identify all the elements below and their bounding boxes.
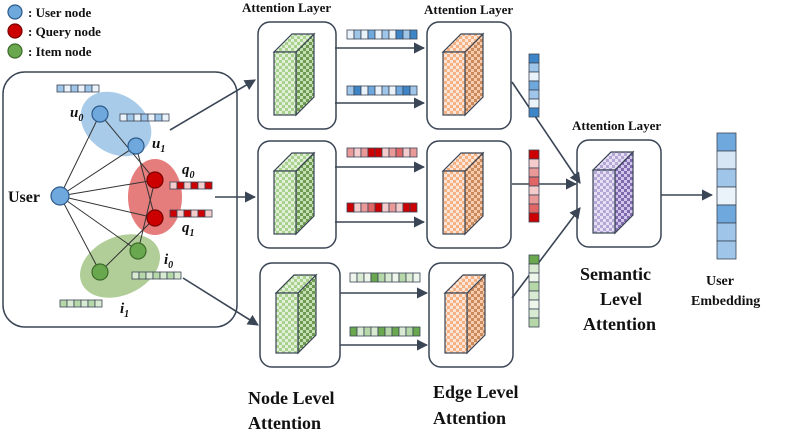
semantic-attention-box: [576, 139, 662, 248]
edge-level-caption-line1: Edge Level: [433, 382, 519, 402]
legend-item-label: : Item node: [28, 44, 92, 59]
label-i0: i0: [164, 252, 173, 271]
node-vector-item-1: [349, 272, 421, 283]
query-group-ellipse: [128, 159, 182, 235]
node-level-output-vectors: [346, 29, 421, 337]
attention-layer-title-2: Attention Layer: [424, 2, 513, 17]
query-node-q1: [146, 209, 164, 227]
node-attention-box-mid: [257, 140, 337, 249]
item-node-i0: [129, 242, 147, 260]
edge-attention-box-bot: [428, 262, 514, 368]
node-vector-item-2: [349, 326, 421, 337]
edge-vector-query: [528, 149, 540, 223]
attention-layer-title-1: Attention Layer: [242, 0, 331, 15]
arrow-graph-to-node-top: [169, 79, 256, 131]
arrow-graph-to-node-bot: [182, 277, 259, 326]
legend-item-node-icon: [7, 43, 23, 59]
user-embedding-caption-line2: Embedding: [691, 294, 760, 309]
label-i1: i1: [120, 301, 129, 320]
vector-u1: [119, 113, 170, 122]
item-node-i1: [91, 263, 109, 281]
semantic-caption-line2: Level: [600, 289, 642, 309]
node-attention-box-top: [257, 21, 337, 130]
vector-i0: [131, 271, 182, 280]
edge-vector-item: [528, 254, 540, 328]
attention-layer-title-3: Attention Layer: [572, 118, 661, 133]
edge-attention-box-top: [426, 21, 512, 130]
user-embedding-caption-line1: User: [706, 274, 734, 289]
flow-arrows: [169, 42, 714, 351]
node-attention-box-bot: [259, 262, 341, 368]
node-vector-user-1: [346, 29, 418, 40]
edge-vector-user: [528, 53, 540, 118]
edge-level-attention-column: [426, 21, 514, 368]
node-level-caption-line1: Node Level: [248, 388, 334, 408]
legend: : User node : Query node : Item node: [7, 4, 101, 59]
node-vector-query-1: [346, 147, 418, 158]
vector-u0: [56, 84, 100, 93]
label-u0: u0: [70, 105, 83, 124]
arrow-edge-to-sem-bot: [511, 207, 581, 299]
edge-level-caption-line2: Attention: [433, 408, 506, 428]
legend-query-label: : Query node: [28, 24, 101, 39]
vector-i1: [59, 299, 103, 308]
semantic-caption-line1: Semantic: [580, 264, 651, 284]
user-embedding-vector: [716, 132, 737, 260]
legend-query-node-icon: [7, 23, 23, 39]
vector-q1: [169, 209, 213, 218]
arrow-edge-to-sem-top: [511, 81, 581, 184]
graph-user-label: User: [8, 189, 40, 206]
edge-level-output-vectors: [528, 53, 540, 328]
node-level-caption-line2: Attention: [248, 413, 321, 433]
vector-q0: [169, 181, 213, 190]
user-node-u0: [91, 105, 109, 123]
node-vector-query-2: [346, 202, 418, 213]
query-node-q0: [146, 171, 164, 189]
heterogeneous-graph-panel: User u0 u1 q0 q1 i0 i1: [2, 71, 238, 328]
feature-vectors: [56, 84, 213, 308]
legend-user-node-icon: [7, 4, 23, 20]
node-level-attention-column: [257, 21, 421, 368]
label-q0: q0: [182, 162, 195, 181]
legend-user-label: : User node: [28, 5, 92, 20]
graph-edges: [59, 113, 156, 273]
user-node-u1: [127, 137, 145, 155]
node-vector-user-2: [346, 85, 418, 96]
semantic-caption-line3: Attention: [583, 314, 656, 334]
label-u1: u1: [152, 136, 165, 155]
graph-box: [2, 71, 238, 328]
edge-attention-box-mid: [426, 140, 512, 249]
user-node: [50, 186, 70, 206]
user-embedding-cells: [716, 132, 737, 260]
semantic-attention-column: [576, 139, 662, 248]
label-q1: q1: [182, 220, 195, 239]
